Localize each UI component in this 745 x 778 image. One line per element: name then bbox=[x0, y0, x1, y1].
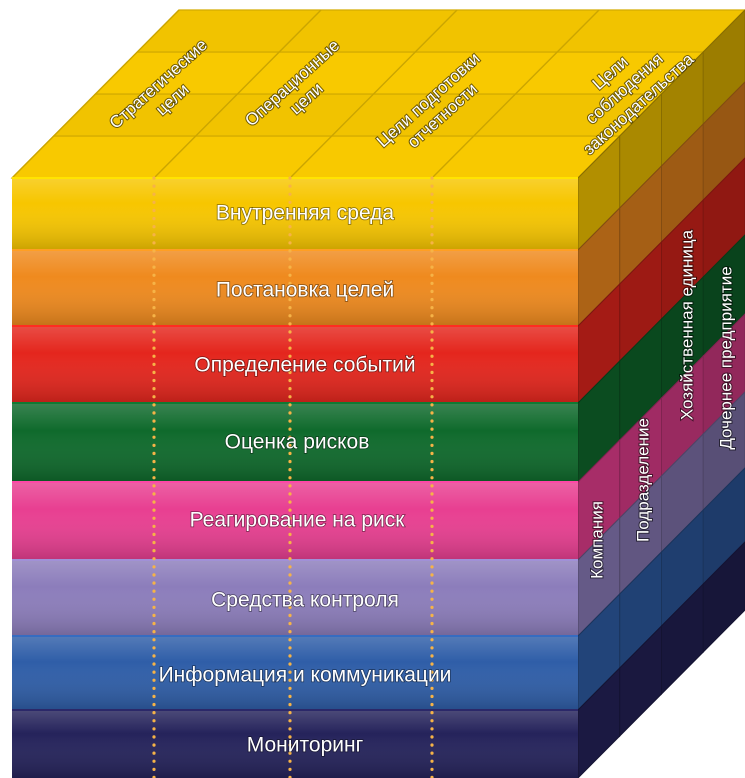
entity-label-business-unit: Хозяйственная единица bbox=[677, 229, 696, 420]
layer-band-shading bbox=[12, 560, 578, 636]
cube-top-face bbox=[10, 9, 745, 179]
layer-label-information-communication: Информация и коммуникации bbox=[159, 664, 452, 687]
layer-band-shading bbox=[12, 403, 578, 482]
layer-band-shading bbox=[12, 710, 578, 778]
layer-band-shading bbox=[12, 636, 578, 710]
right-face-cell bbox=[702, 81, 745, 202]
top-face-slice bbox=[10, 135, 622, 179]
layer-label-risk-assessment: Оценка рисков bbox=[225, 431, 370, 454]
right-face-cell bbox=[702, 9, 745, 126]
top-face-slice bbox=[135, 9, 745, 53]
layer-label-event-identification: Определение событий bbox=[194, 354, 415, 377]
layer-band-shading bbox=[12, 250, 578, 326]
cube-right-face bbox=[577, 9, 745, 778]
layer-band-shading bbox=[12, 326, 578, 403]
top-face-column-edge bbox=[11, 9, 180, 179]
top-face-column-edge bbox=[289, 9, 458, 179]
right-face-cell bbox=[702, 391, 745, 512]
entity-label-subsidiary: Дочернее предприятие bbox=[716, 266, 735, 449]
right-face-cell bbox=[702, 467, 745, 586]
layer-band-shading bbox=[12, 178, 578, 250]
layer-label-risk-response: Реагирование на риск bbox=[190, 509, 406, 532]
right-face-cell bbox=[702, 234, 745, 358]
cube-front-face bbox=[12, 177, 578, 778]
layer-label-control-activities: Средства контроля bbox=[211, 589, 399, 612]
top-face-column-edge bbox=[431, 9, 600, 179]
layer-label-objective-setting: Постановка целей bbox=[216, 279, 394, 302]
right-face-cell bbox=[702, 541, 745, 654]
objective-divider-lines bbox=[152, 176, 434, 778]
entity-label-company: Компания bbox=[587, 501, 606, 579]
right-face-cell bbox=[702, 157, 745, 279]
layer-label-internal-environment: Внутренняя среда bbox=[216, 202, 395, 225]
layer-label-monitoring: Мониторинг bbox=[247, 734, 364, 757]
entity-label-division: Подразделение bbox=[633, 418, 652, 542]
right-face-cell bbox=[702, 313, 745, 436]
layer-band-shading bbox=[12, 482, 578, 560]
top-face-column-edge bbox=[153, 9, 322, 179]
